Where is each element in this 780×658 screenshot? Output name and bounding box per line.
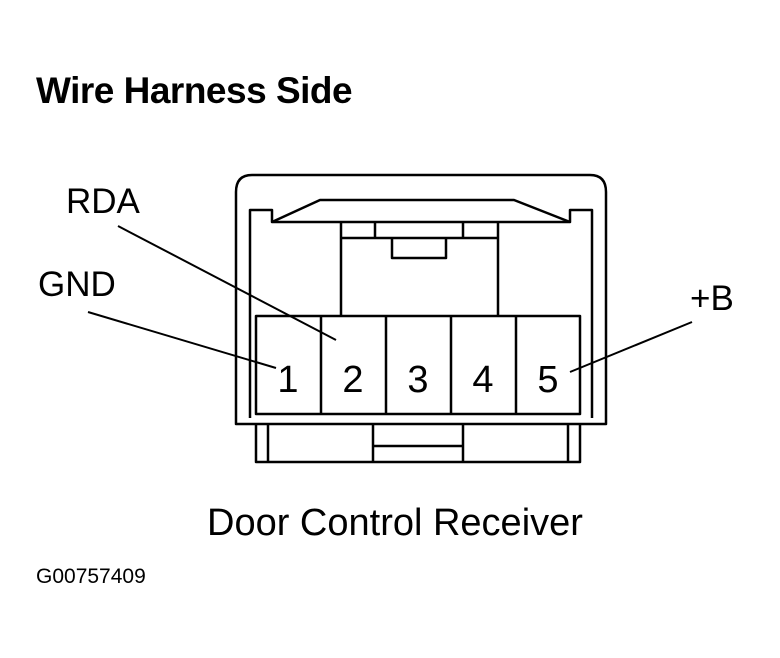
pin-row-frame	[254, 314, 582, 416]
b-plus-label: +B	[690, 279, 734, 318]
gnd-label: GND	[38, 265, 116, 304]
pin-number: 3	[407, 359, 428, 401]
locking-tab	[339, 222, 500, 316]
connector-base	[254, 424, 582, 464]
connector-inner-frame	[248, 208, 594, 418]
pin-number: 2	[342, 359, 363, 401]
locking-tab-top	[341, 222, 498, 260]
pin-number: 4	[472, 359, 493, 401]
pin-number: 5	[537, 359, 558, 401]
pin-number: 1	[277, 359, 298, 401]
rda-leader-line	[117, 225, 337, 341]
connector-housing	[234, 173, 608, 426]
base-key	[371, 424, 465, 462]
b-plus-leader-line	[569, 321, 693, 373]
diagram-title: Wire Harness Side	[36, 70, 353, 111]
rda-label: RDA	[66, 182, 141, 221]
connector-latch	[271, 198, 571, 224]
connector-caption: Door Control Receiver	[207, 502, 583, 544]
gnd-leader-line	[87, 311, 277, 369]
figure-id: G00757409	[36, 565, 146, 588]
